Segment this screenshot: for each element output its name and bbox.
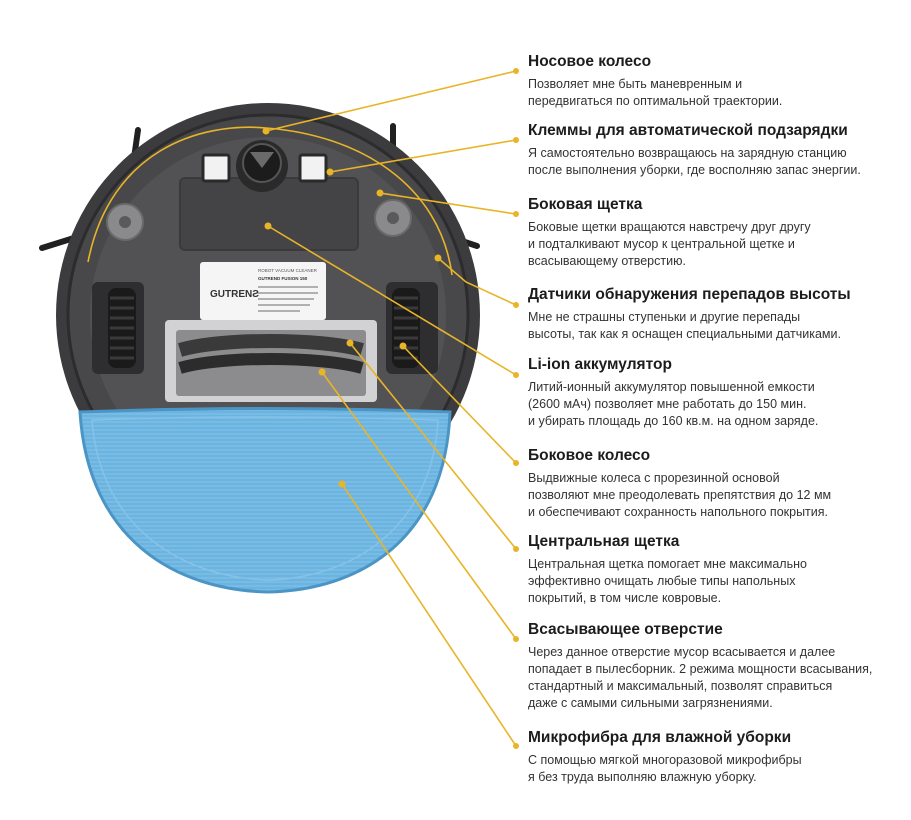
connector-line-side-brush — [379, 192, 517, 215]
feature-description-line: стандартный и максимальный, позволят спр… — [528, 679, 833, 693]
label-brand: GUTRENƧ — [210, 289, 259, 300]
connector-dot-suction-opening — [318, 368, 326, 376]
feature-description: Боковые щетки вращаются навстречу друг д… — [528, 219, 903, 270]
connector-anchor-central-brush — [513, 546, 519, 552]
connector-line-charging-terminals — [329, 139, 517, 173]
connector-lines — [87, 68, 519, 749]
side-brush-hub-right-center — [387, 212, 399, 224]
connector-line-side-wheel — [402, 345, 517, 464]
nose-wheel-part — [236, 140, 288, 192]
feature-description: Позволяет мне быть маневренным и передвиг… — [528, 76, 903, 110]
feature-description-line: высоты, так как я оснащен специальными д… — [528, 327, 841, 341]
feature-charging-terminals: Клеммы для автоматической подзарядки Я са… — [528, 121, 903, 179]
connector-anchor-microfiber — [513, 743, 519, 749]
side-wheel-right — [386, 282, 438, 374]
feature-description-line: Боковые щетки вращаются навстречу друг д… — [528, 220, 811, 234]
connector-dot-battery — [264, 222, 272, 230]
feature-title: Микрофибра для влажной уборки — [528, 729, 792, 746]
feature-description: Через данное отверстие мусор всасывается… — [528, 644, 903, 712]
connector-dot-central-brush — [346, 339, 354, 347]
connector-anchor-cliff-sensors — [513, 302, 519, 308]
connector-anchor-side-brush — [513, 211, 519, 217]
connector-dot-nose-wheel — [262, 127, 270, 135]
feature-title: Клеммы для автоматической подзарядки — [528, 122, 848, 139]
connector-line-central-brush — [349, 342, 517, 550]
label-line1: ROBOT VACUUM CLEANER — [258, 268, 318, 273]
feature-description-line: Выдвижные колеса с прорезинной основой — [528, 471, 780, 485]
feature-description-line: и убирать площадь до 160 кв.м. на одном … — [528, 414, 819, 428]
feature-description-line: (2600 мАч) позволяет мне работать до 150… — [528, 397, 807, 411]
connector-line-nose-wheel — [265, 70, 517, 132]
feature-description: Выдвижные колеса с прорезинной основой по… — [528, 470, 903, 521]
feature-description: Мне не страшны ступеньки и другие перепа… — [528, 309, 903, 343]
connector-line-suction-opening — [321, 371, 517, 640]
label-line2: GUTREND FUSION 150 — [258, 276, 308, 281]
feature-description-line: после выполнения уборки, где восполняю з… — [528, 163, 861, 177]
central-brush-part — [165, 320, 377, 402]
connector-line-cliff-sensors — [437, 257, 517, 306]
connector-anchor-nose-wheel — [513, 68, 519, 74]
feature-description-line: С помощью мягкой многоразовой микрофибры — [528, 753, 802, 767]
feature-title: Центральная щетка — [528, 533, 680, 550]
feature-description-line: позволяют мне преодолевать препятствия д… — [528, 488, 832, 502]
microfiber-mop — [78, 407, 452, 594]
feature-description-line: Мне не страшны ступеньки и другие перепа… — [528, 310, 801, 324]
feature-title: Боковая щетка — [528, 196, 643, 213]
connector-anchor-suction-opening — [513, 636, 519, 642]
connector-anchor-charging-terminals — [513, 137, 519, 143]
feature-description: Центральная щетка помогает мне максималь… — [528, 556, 903, 607]
feature-description-line: Литий-ионный аккумулятор повышенной емко… — [528, 380, 815, 394]
feature-description-line: даже с самыми сильными загрязнениями. — [528, 696, 773, 710]
connector-line-battery — [267, 225, 517, 376]
connector-dot-cliff-sensors — [434, 254, 442, 262]
feature-description: Я самостоятельно возвращаюсь на зарядную… — [528, 145, 903, 179]
connector-dot-side-brush — [376, 189, 384, 197]
connector-dot-charging-terminals — [326, 168, 334, 176]
feature-title: Датчики обнаружения перепадов высоты — [528, 286, 851, 303]
feature-description: С помощью мягкой многоразовой микрофибры… — [528, 752, 903, 786]
connector-dot-side-wheel — [399, 342, 407, 350]
side-wheel-left — [92, 282, 144, 374]
feature-description-line: Позволяет мне быть маневренным и — [528, 77, 743, 91]
feature-description: Литий-ионный аккумулятор повышенной емко… — [528, 379, 903, 430]
connector-line-microfiber — [341, 483, 517, 747]
feature-title: Всасывающее отверстие — [528, 621, 723, 638]
feature-microfiber: Микрофибра для влажной уборки С помощью м… — [528, 728, 903, 786]
feature-description-line: Я самостоятельно возвращаюсь на зарядную… — [528, 146, 847, 160]
feature-description-line: и обеспечивают сохранность напольного по… — [528, 505, 828, 519]
feature-description-line: Через данное отверстие мусор всасывается… — [528, 645, 836, 659]
connector-anchor-side-wheel — [513, 460, 519, 466]
feature-description-line: и подталкивают мусор к центральной щетке… — [528, 237, 795, 251]
feature-description-line: всасывающему отверстию. — [528, 254, 686, 268]
feature-title: Li-ion аккумулятор — [528, 356, 672, 373]
feature-description-line: попадает в пылесборник. 2 режима мощност… — [528, 662, 873, 676]
feature-description-line: покрытий, в том числе ковровые. — [528, 591, 722, 605]
connector-anchor-battery — [513, 372, 519, 378]
feature-description-line: Центральная щетка помогает мне максималь… — [528, 557, 807, 571]
side-brush-hub-left-center — [119, 216, 131, 228]
feature-description-line: я без труда выполняю влажную уборку. — [528, 770, 757, 784]
feature-description-line: передвигаться по оптимальной траектории. — [528, 94, 783, 108]
feature-description-line: эффективно очищать любые типы напольных — [528, 574, 796, 588]
connector-dot-microfiber — [338, 480, 346, 488]
feature-title: Носовое колесо — [528, 53, 652, 70]
feature-title: Боковое колесо — [528, 447, 651, 464]
robot-label-sticker: GUTRENƧ ROBOT VACUUM CLEANER GUTREND FUS… — [200, 262, 326, 320]
